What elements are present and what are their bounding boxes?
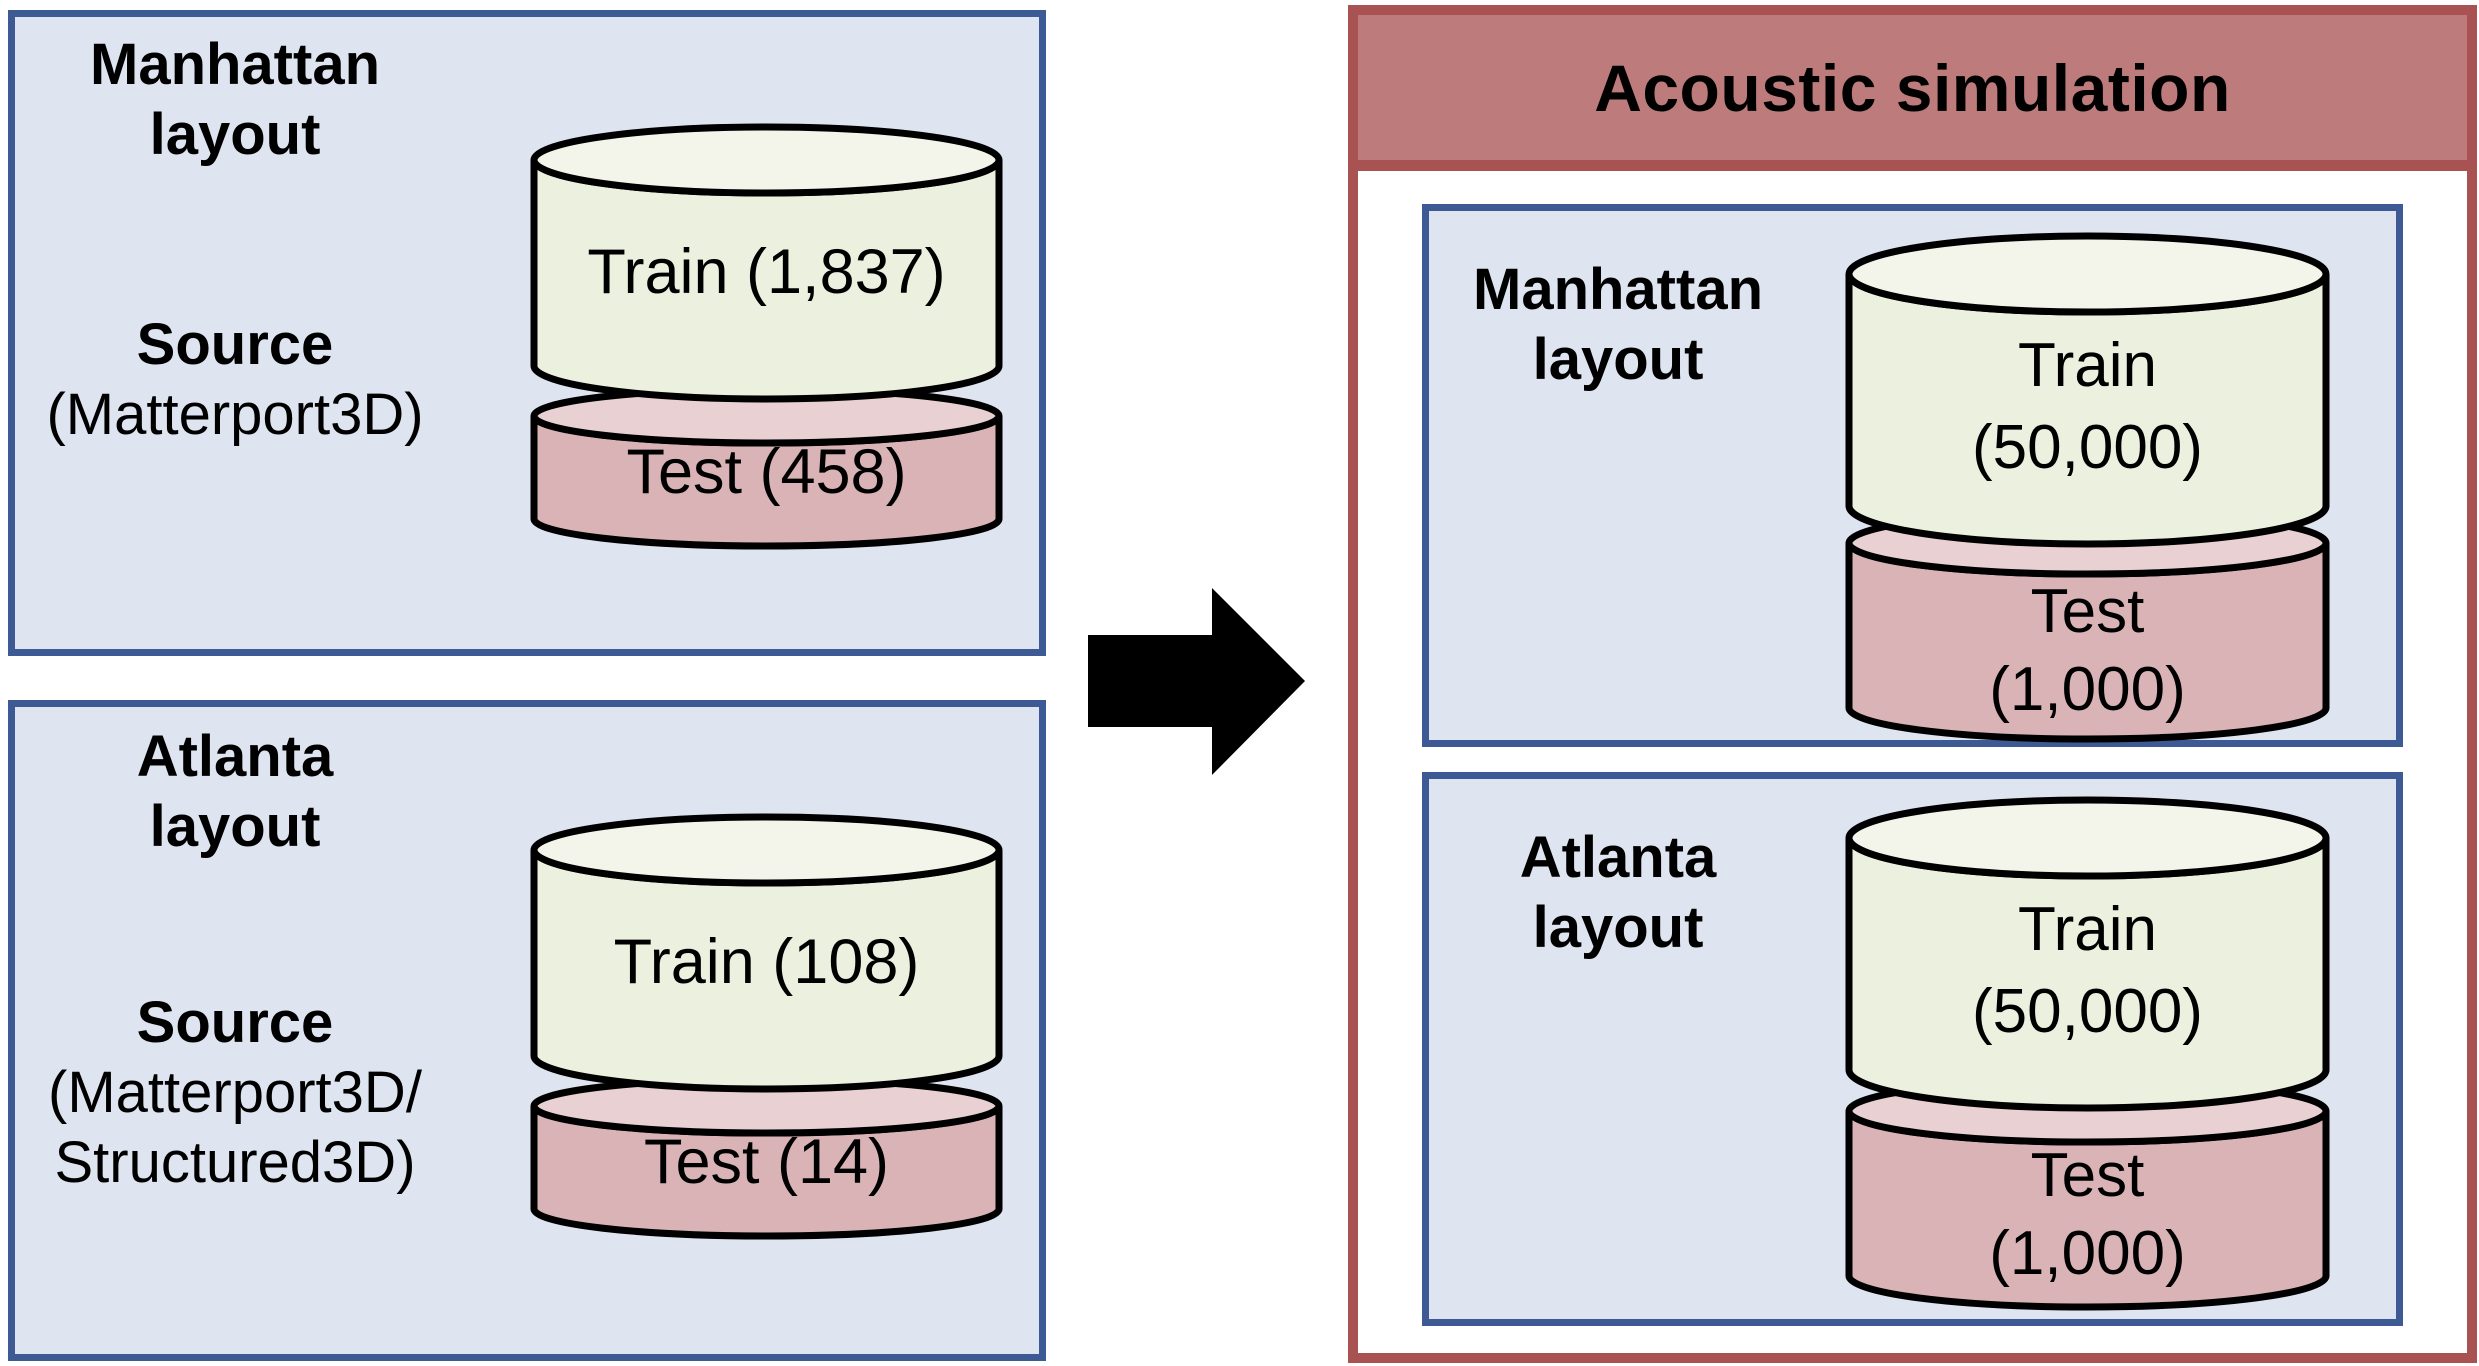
layout-label-line: Manhattan <box>1473 257 1763 322</box>
source-detail: (Matterport3D) <box>46 382 424 447</box>
train-count-label: Train (1,837) <box>587 237 946 307</box>
test-count-label: Test (1,000) <box>1845 573 2330 729</box>
layout-label-line: layout <box>1532 327 1704 392</box>
layout-label-line: Manhattan <box>90 32 380 97</box>
manhattan-source-layout-label: Manhattan layout <box>15 30 455 170</box>
layout-label-line: layout <box>149 102 321 167</box>
train-label-line: (50,000) <box>1972 977 2203 1046</box>
source-label: Source <box>136 312 334 377</box>
test-count-label: Test (1,000) <box>1845 1137 2330 1293</box>
sim-atlanta-layout-label: Atlanta layout <box>1438 823 1798 963</box>
train-label-line: Train <box>2018 331 2157 400</box>
layout-label-line: layout <box>149 794 321 859</box>
test-label-line: Test <box>2030 1141 2145 1210</box>
test-cylinder <box>530 385 1003 550</box>
source-label: Source <box>136 990 334 1055</box>
layout-label-line: layout <box>1532 895 1704 960</box>
test-cylinder <box>530 1075 1003 1240</box>
train-cylinder <box>530 813 1003 1093</box>
test-label-line: (1,000) <box>1989 1219 2186 1288</box>
train-cylinder <box>1845 796 2330 1112</box>
train-count-label: Train (108) <box>613 927 920 997</box>
test-label-line: Test <box>2030 577 2145 646</box>
sim-manhattan-layout-label: Manhattan layout <box>1438 255 1798 395</box>
acoustic-simulation-title: Acoustic simulation <box>1594 50 2231 125</box>
atlanta-source-layout-label: Atlanta layout <box>15 722 455 862</box>
test-count-label: Test (458) <box>626 437 907 507</box>
atlanta-source-origin-label: Source (Matterport3D/ Structured3D) <box>15 988 455 1198</box>
flow-arrow-icon <box>1088 588 1305 775</box>
train-cylinder <box>530 123 1003 403</box>
acoustic-simulation-header: Acoustic simulation <box>1358 15 2467 171</box>
test-label-line: (1,000) <box>1989 655 2186 724</box>
train-label-line: Train <box>2018 895 2157 964</box>
source-detail: (Matterport3D/ <box>48 1060 422 1125</box>
source-detail: Structured3D) <box>54 1130 416 1195</box>
test-count-label: Test (14) <box>643 1127 890 1197</box>
train-label-line: (50,000) <box>1972 413 2203 482</box>
layout-label-line: Atlanta <box>1519 825 1717 890</box>
manhattan-source-origin-label: Source (Matterport3D) <box>15 310 455 450</box>
train-count-label: Train (50,000) <box>1845 325 2330 489</box>
layout-label-line: Atlanta <box>136 724 334 789</box>
train-count-label: Train (50,000) <box>1845 889 2330 1053</box>
train-cylinder <box>1845 232 2330 548</box>
